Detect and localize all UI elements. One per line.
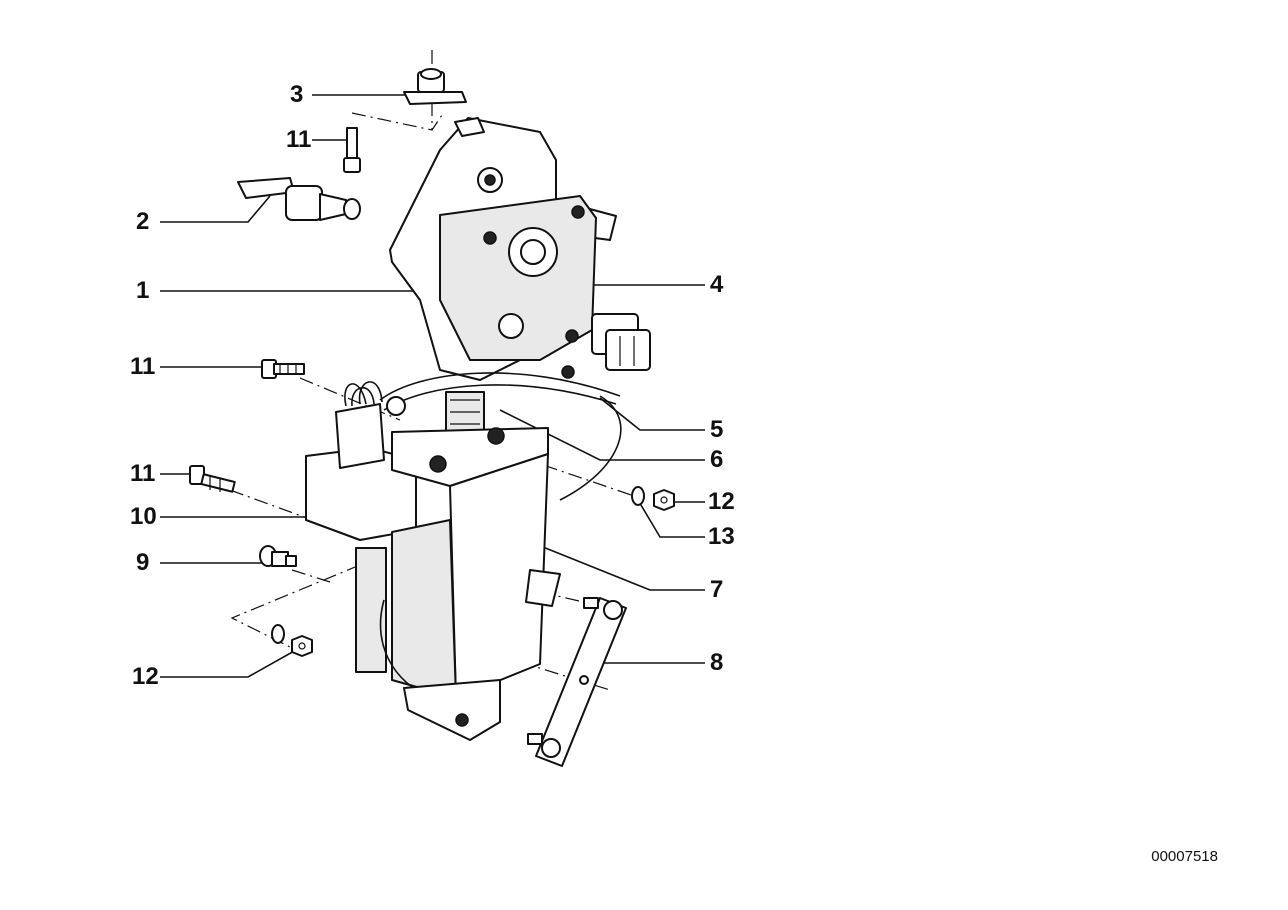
bolt-lower-part — [189, 465, 236, 493]
callout-5: 5 — [710, 416, 724, 443]
sensor-switch-part — [237, 177, 361, 221]
nut-washer-left-part — [271, 624, 313, 657]
callout-10: 10 — [130, 503, 157, 530]
callout-11-middle: 11 — [130, 353, 156, 380]
callout-12-left: 12 — [132, 663, 159, 690]
bracket-part — [389, 117, 617, 381]
callout-11-top: 11 — [286, 126, 312, 153]
callout-8: 8 — [710, 649, 724, 676]
callout-3: 3 — [290, 81, 304, 108]
callout-12-right: 12 — [708, 488, 735, 515]
strap-part — [527, 597, 627, 767]
callout-6: 6 — [710, 446, 724, 473]
callout-2: 2 — [136, 208, 150, 235]
bolt-upper-part — [261, 359, 305, 379]
leader-lines — [160, 94, 705, 678]
plug-connector-part — [591, 313, 651, 371]
nut-washer-right-part — [631, 486, 675, 511]
relay-part — [305, 381, 417, 541]
motor-housing-part — [355, 427, 561, 741]
callout-13: 13 — [708, 523, 735, 550]
screw-top-part — [343, 127, 361, 173]
callout-11-lower: 11 — [130, 460, 156, 487]
clip-nut-part — [403, 68, 467, 105]
pin-part — [259, 545, 297, 567]
callout-9: 9 — [136, 549, 150, 576]
diagram-id: 00007518 — [1151, 848, 1218, 865]
callout-4: 4 — [710, 271, 724, 298]
callout-1: 1 — [136, 277, 150, 304]
callout-7: 7 — [710, 576, 724, 603]
